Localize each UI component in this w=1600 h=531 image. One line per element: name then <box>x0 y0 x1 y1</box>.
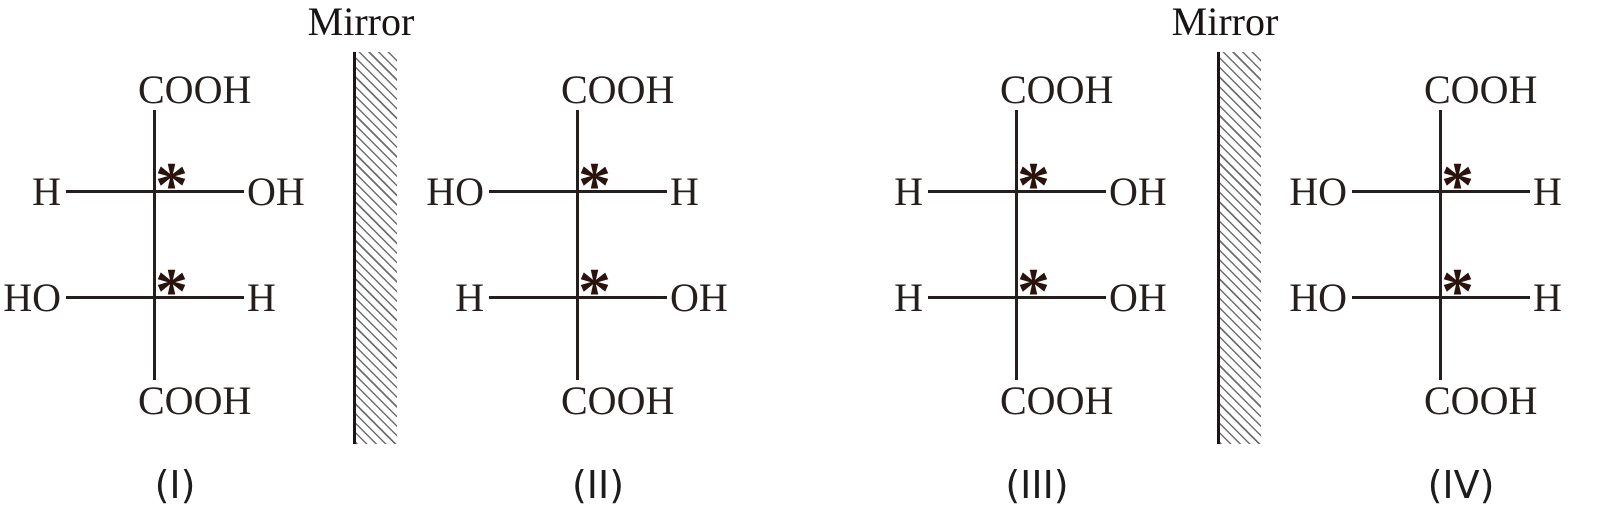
top-group-label: COOH <box>138 67 252 112</box>
left-substituent: HO <box>3 275 61 320</box>
chiral-asterisk: * <box>1017 149 1050 222</box>
bottom-group-label: COOH <box>1424 378 1538 423</box>
top-group-label: COOH <box>1424 67 1538 112</box>
left-substituent: H <box>894 275 923 320</box>
right-substituent: H <box>247 275 276 320</box>
right-substituent: H <box>670 169 699 214</box>
mirror-label: Mirror <box>307 0 415 44</box>
left-substituent: H <box>32 169 61 214</box>
right-substituent: H <box>1533 275 1562 320</box>
mirror-1: Mirror <box>281 0 481 531</box>
right-substituent: OH <box>670 275 728 320</box>
fischer-projection-iii: COOH H OH * H OH * COOH (III) <box>857 0 1177 531</box>
right-substituent: OH <box>247 169 305 214</box>
left-substituent: HO <box>1289 275 1347 320</box>
vertical-bond <box>153 110 156 380</box>
bottom-group-label: COOH <box>561 378 675 423</box>
horizontal-bond <box>1352 190 1530 193</box>
horizontal-bond <box>66 190 244 193</box>
horizontal-bond <box>66 296 244 299</box>
mirror-hatch <box>1217 52 1261 444</box>
fischer-projection-iv: COOH HO H * HO H * COOH (IV) <box>1281 0 1600 531</box>
vertical-bond <box>1015 110 1018 380</box>
left-substituent: H <box>894 169 923 214</box>
horizontal-bond <box>1352 296 1530 299</box>
right-substituent: OH <box>1109 169 1167 214</box>
horizontal-bond <box>928 190 1106 193</box>
left-substituent: HO <box>426 169 484 214</box>
chiral-asterisk: * <box>155 255 188 328</box>
chiral-asterisk: * <box>1441 149 1474 222</box>
fischer-projection-ii: COOH HO H * H OH * COOH (II) <box>418 0 738 531</box>
structure-numeral: (I) <box>154 463 196 507</box>
chiral-asterisk: * <box>155 149 188 222</box>
left-substituent: H <box>455 275 484 320</box>
chiral-asterisk: * <box>1441 255 1474 328</box>
vertical-bond <box>576 110 579 380</box>
mirror-2: Mirror <box>1145 0 1345 531</box>
chiral-asterisk: * <box>1017 255 1050 328</box>
mirror-label: Mirror <box>1171 0 1279 44</box>
horizontal-bond <box>489 190 667 193</box>
top-group-label: COOH <box>1000 67 1114 112</box>
chiral-asterisk: * <box>578 255 611 328</box>
vertical-bond <box>1439 110 1442 380</box>
structure-numeral: (IV) <box>1427 463 1495 507</box>
left-substituent: HO <box>1289 169 1347 214</box>
right-substituent: OH <box>1109 275 1167 320</box>
mirror-hatch <box>353 52 397 444</box>
horizontal-bond <box>928 296 1106 299</box>
bottom-group-label: COOH <box>1000 378 1114 423</box>
horizontal-bond <box>489 296 667 299</box>
structure-numeral: (II) <box>571 463 625 507</box>
structure-numeral: (III) <box>1005 463 1069 507</box>
chiral-asterisk: * <box>578 149 611 222</box>
bottom-group-label: COOH <box>138 378 252 423</box>
fischer-projection-i: COOH H OH * HO H * COOH (I) <box>0 0 315 531</box>
top-group-label: COOH <box>561 67 675 112</box>
right-substituent: H <box>1533 169 1562 214</box>
